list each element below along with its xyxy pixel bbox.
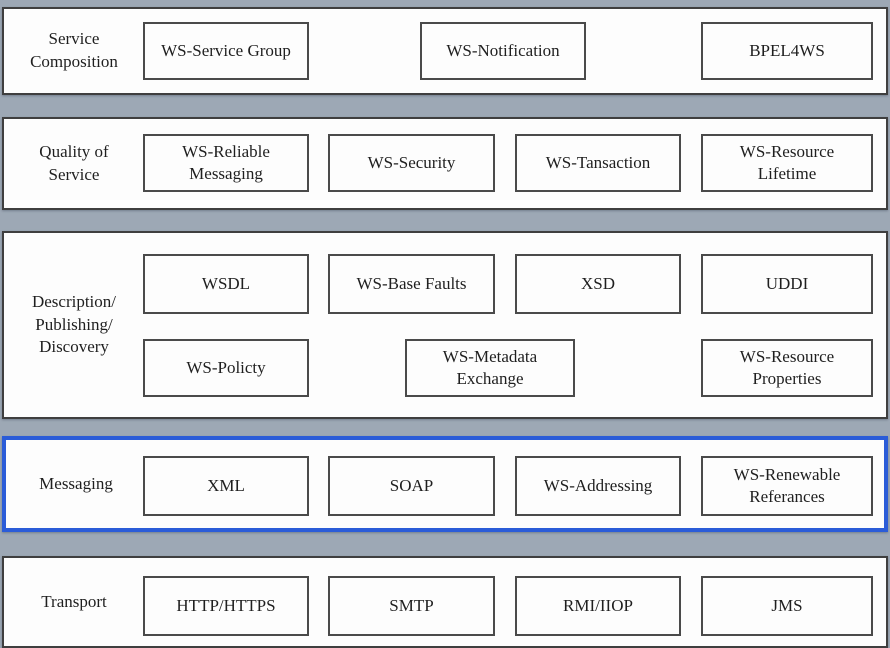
- box-soap: SOAP: [328, 456, 495, 516]
- box-ws-metadata-exchange: WS-Metadata Exchange: [405, 339, 575, 397]
- box-ws-resource-properties: WS-Resource Properties: [701, 339, 873, 397]
- layer-label-line: Publishing/: [35, 314, 113, 334]
- layer-label-line: Transport: [41, 591, 107, 611]
- layer-label-line: Service: [48, 164, 100, 184]
- box-ws-security: WS-Security: [328, 134, 495, 192]
- box-http-https: HTTP/HTTPS: [143, 576, 309, 636]
- layer-transport: Transport HTTP/HTTPS SMTP RMI/IIOP JMS: [2, 556, 888, 648]
- box-jms: JMS: [701, 576, 873, 636]
- layer-label-messaging: Messaging: [6, 440, 146, 528]
- box-ws-notification: WS-Notification: [420, 22, 586, 80]
- layer-label-line: Discovery: [39, 337, 109, 357]
- box-ws-resource-lifetime: WS-Resource Lifetime: [701, 134, 873, 192]
- box-smtp: SMTP: [328, 576, 495, 636]
- layer-label-line: Quality of: [39, 141, 109, 161]
- layer-label-description-publishing-discovery: Description/ Publishing/ Discovery: [4, 233, 144, 417]
- box-ws-addressing: WS-Addressing: [515, 456, 681, 516]
- box-ws-base-faults: WS-Base Faults: [328, 254, 495, 314]
- box-ws-service-group: WS-Service Group: [143, 22, 309, 80]
- layer-label-line: Description/: [31, 291, 117, 311]
- box-uddi: UDDI: [701, 254, 873, 314]
- layer-label-line: Composition: [30, 52, 118, 71]
- box-bpel4ws: BPEL4WS: [701, 22, 873, 80]
- layer-description-publishing-discovery: Description/ Publishing/ Discovery WSDL …: [2, 231, 888, 419]
- box-ws-tansaction: WS-Tansaction: [515, 134, 681, 192]
- layer-label-quality-of-service: Quality of Service: [4, 119, 144, 208]
- layer-label-service-composition: Service Composition: [4, 9, 144, 93]
- box-wsdl: WSDL: [143, 254, 309, 314]
- layer-messaging-highlighted: Messaging XML SOAP WS-Addressing WS-Rene…: [2, 436, 888, 532]
- box-rmi-iiop: RMI/IIOP: [515, 576, 681, 636]
- box-ws-reliable-messaging: WS-Reliable Messaging: [143, 134, 309, 192]
- box-xsd: XSD: [515, 254, 681, 314]
- box-ws-policty: WS-Policty: [143, 339, 309, 397]
- layer-label-line: Messaging: [39, 473, 113, 493]
- layer-label-transport: Transport: [4, 558, 144, 646]
- layer-service-composition: Service Composition WS-Service Group WS-…: [2, 7, 888, 95]
- box-ws-renewable-referances: WS-Renewable Referances: [701, 456, 873, 516]
- layer-label-line: Service: [48, 29, 100, 49]
- box-xml: XML: [143, 456, 309, 516]
- layer-quality-of-service: Quality of Service WS-Reliable Messaging…: [2, 117, 888, 210]
